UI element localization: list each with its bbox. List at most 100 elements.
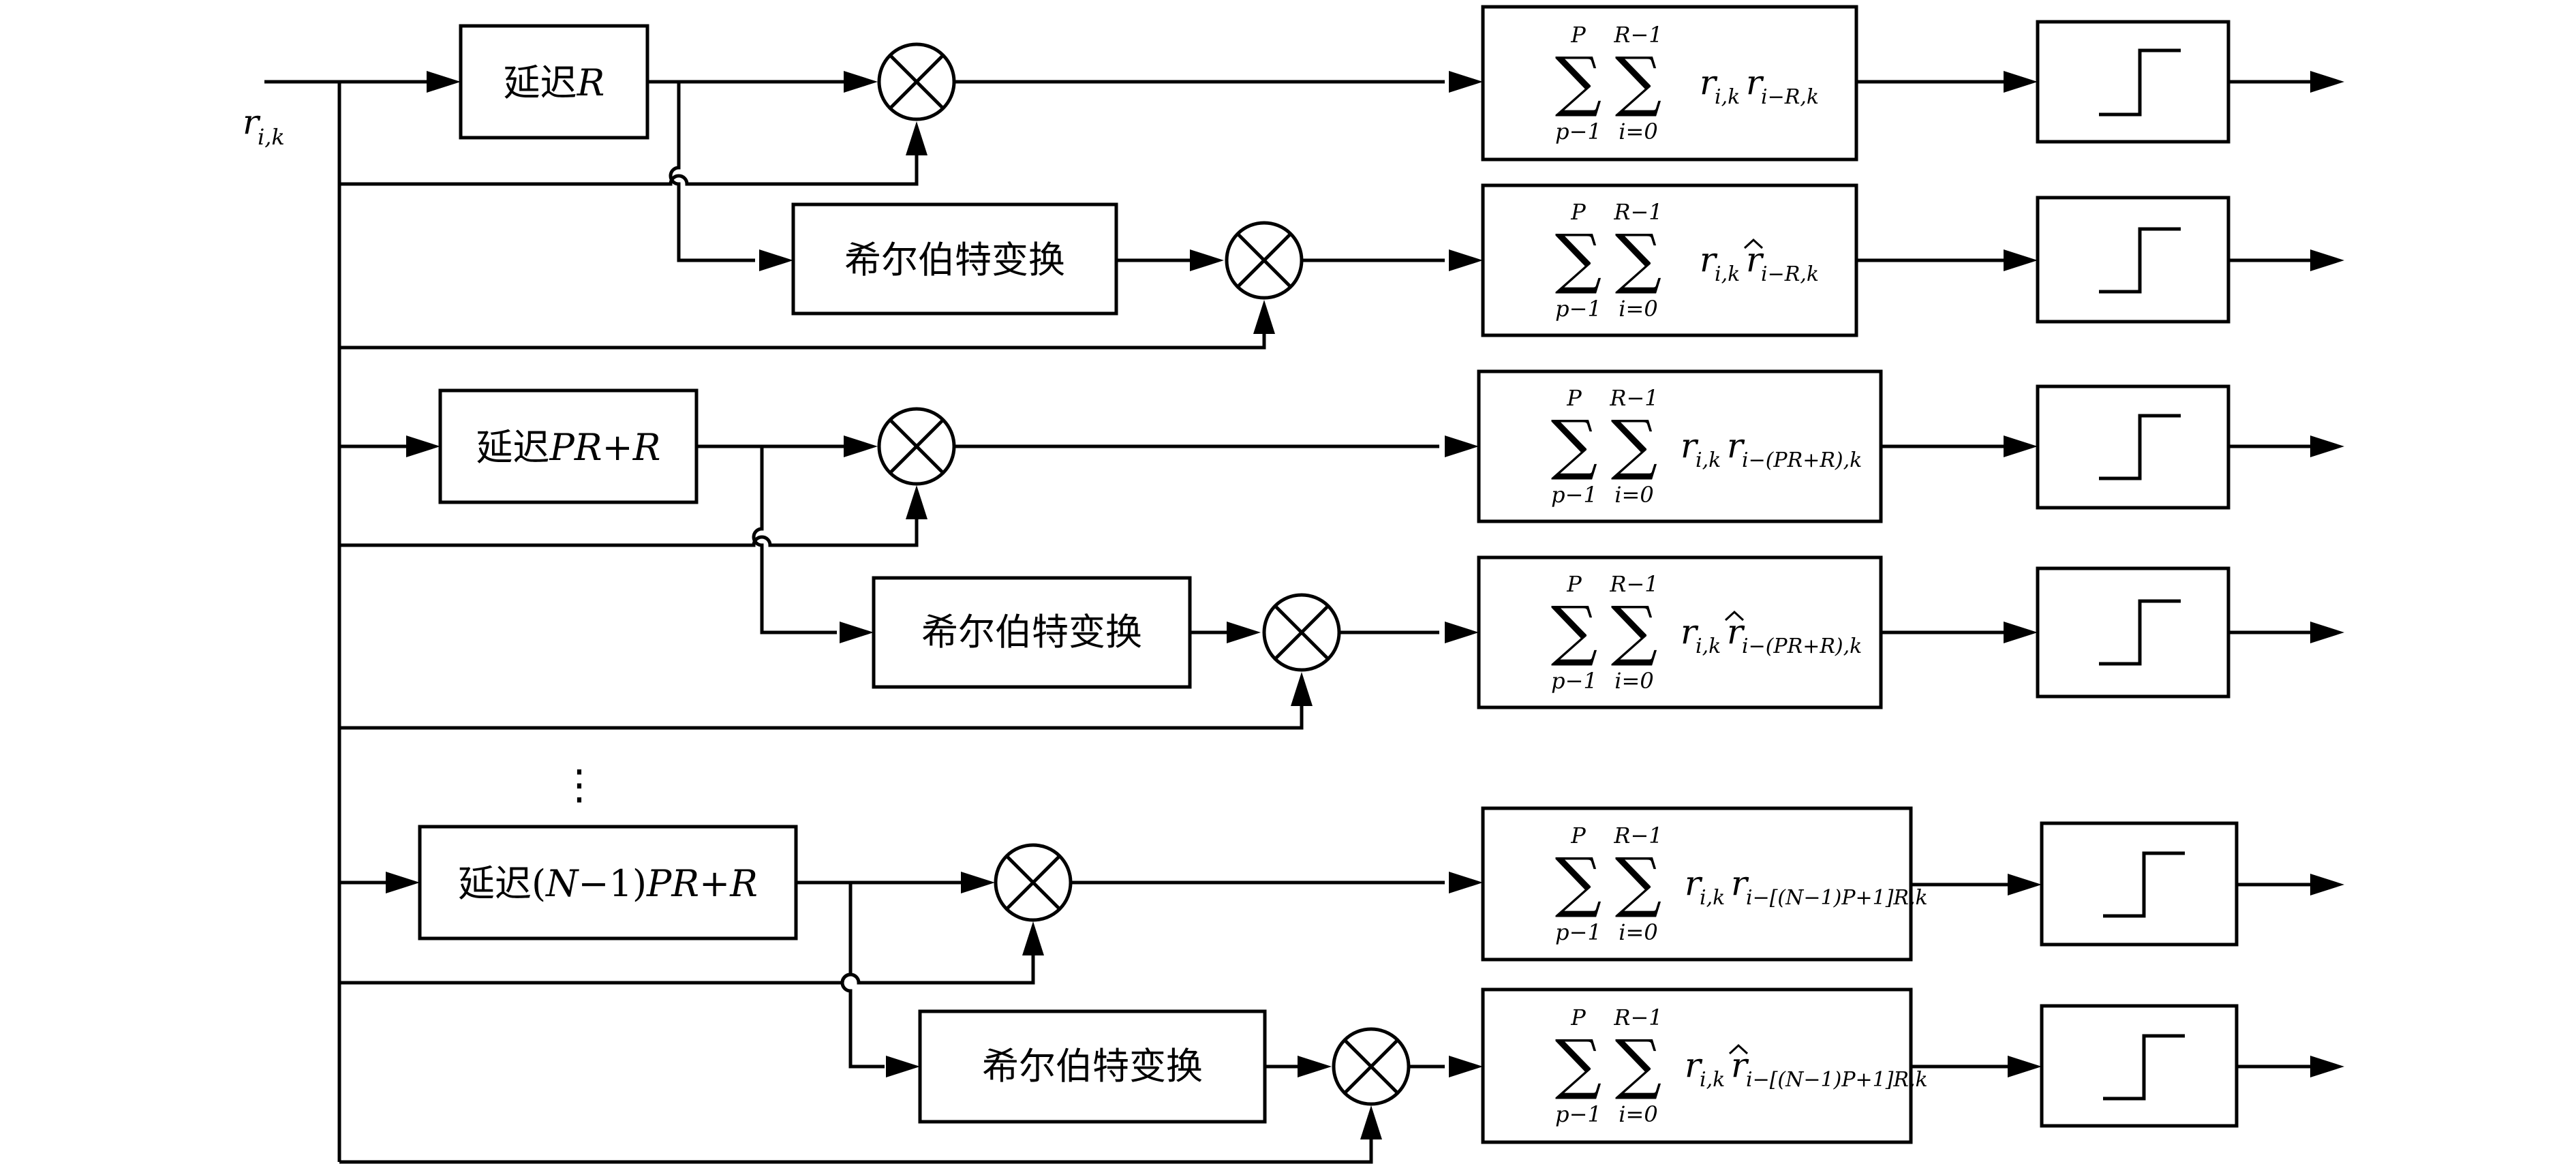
sum-lower-inner: i=0 (1619, 119, 1657, 144)
sigma-inner: ∑ (1611, 592, 1658, 669)
sum-upper-outer: P (1566, 571, 1582, 597)
sum-lower-inner: i=0 (1614, 482, 1653, 508)
svg-text:希尔伯特变换: 希尔伯特变换 (844, 239, 1065, 281)
term-r: r (1685, 863, 1703, 903)
hat-mark (1743, 238, 1764, 249)
sum-lower-outer: p−1 (1555, 919, 1601, 945)
term-r-sub: i,k (1700, 886, 1725, 910)
term-r-sub: i,k (1696, 634, 1721, 658)
hilbert-block-2: 希尔伯特变换 (872, 576, 1192, 689)
input-label: r i,k (243, 102, 285, 150)
sigma-inner: ∑ (1615, 844, 1662, 920)
hat-mark (1728, 1043, 1749, 1055)
delay-block-1: 延迟R (459, 24, 649, 140)
sum-upper-inner: R−1 (1613, 823, 1662, 848)
arrowheads (386, 71, 2344, 1139)
sum-lower-inner: i=0 (1619, 296, 1657, 322)
sigma-outer: ∑ (1555, 1026, 1602, 1102)
sum-lower-outer: p−1 (1551, 482, 1597, 508)
decision-block-1 (2036, 20, 2230, 144)
term-r: r (1681, 612, 1699, 652)
multiplier-4 (1262, 593, 1341, 672)
term-r: r (1681, 426, 1699, 465)
term-r: r (1700, 240, 1718, 279)
term-r2: r (1746, 63, 1764, 102)
sum-upper-outer: P (1570, 1005, 1586, 1030)
sum-lower-inner: i=0 (1619, 919, 1657, 945)
term-r: r (1685, 1045, 1703, 1085)
sigma-inner: ∑ (1615, 43, 1662, 119)
term-r-sub: i,k (1715, 85, 1740, 109)
sum-upper-outer: P (1570, 823, 1586, 848)
term-r2: r (1727, 426, 1745, 465)
sigma-inner: ∑ (1615, 220, 1662, 296)
ellipsis: ⋮ (559, 761, 600, 809)
sum-lower-outer: p−1 (1551, 668, 1597, 694)
term-r2-sub: i−[(N−1)P+1]R,k (1746, 1068, 1928, 1092)
sum-lower-outer: p−1 (1555, 1101, 1601, 1127)
sum-lower-outer: p−1 (1555, 296, 1601, 322)
multiplier-1 (877, 42, 956, 121)
decision-block-5 (2040, 821, 2239, 947)
term-r-sub: i,k (1715, 262, 1740, 286)
decision-block-3 (2036, 384, 2230, 510)
delay-block-3: 延迟(N−1)PR+R (418, 825, 798, 940)
sigma-inner: ∑ (1611, 406, 1658, 483)
multiplier-6 (1332, 1027, 1411, 1106)
svg-text:希尔伯特变换: 希尔伯特变换 (982, 1045, 1203, 1088)
sum-upper-outer: P (1570, 199, 1586, 225)
sum-upper-inner: R−1 (1613, 1005, 1662, 1030)
decision-blocks (2036, 20, 2239, 1128)
wiring (264, 80, 2313, 1164)
decision-block-2 (2036, 196, 2230, 324)
sum-upper-inner: R−1 (1609, 571, 1658, 597)
sigma-outer: ∑ (1555, 43, 1602, 119)
term-r: r (1700, 63, 1718, 102)
sum-lower-inner: i=0 (1619, 1101, 1657, 1127)
sum-lower-outer: p−1 (1555, 119, 1601, 144)
sum-upper-inner: R−1 (1613, 22, 1662, 48)
svg-text:r: r (243, 102, 261, 142)
delay-block-2: 延迟PR+R (438, 388, 699, 504)
term-r2-sub: i−R,k (1761, 85, 1819, 109)
svg-text:延迟(N−1)PR+R: 延迟(N−1)PR+R (458, 862, 758, 905)
sum-upper-inner: R−1 (1609, 385, 1658, 411)
term-r-sub: i,k (1700, 1068, 1725, 1092)
term-r2-sub: i−(PR+R),k (1742, 634, 1862, 658)
sum-upper-outer: P (1566, 385, 1582, 411)
term-r2-sub: i−[(N−1)P+1]R,k (1746, 886, 1928, 910)
sum-upper-inner: R−1 (1613, 199, 1662, 225)
hilbert-block-3: 希尔伯特变换 (918, 1009, 1267, 1124)
hilbert-block-1: 希尔伯特变换 (791, 202, 1118, 316)
sigma-outer: ∑ (1555, 844, 1602, 920)
term-r2-sub: i−(PR+R),k (1742, 448, 1862, 472)
svg-text:i,k: i,k (258, 124, 285, 150)
term-r2: r (1731, 863, 1749, 903)
decision-block-6 (2040, 1004, 2239, 1128)
term-r2-sub: i−R,k (1761, 262, 1819, 286)
sigma-outer: ∑ (1555, 220, 1602, 296)
summation-blocks (1477, 5, 1913, 1144)
svg-text:希尔伯特变换: 希尔伯特变换 (921, 611, 1142, 654)
sum-lower-inner: i=0 (1614, 668, 1653, 694)
svg-text:延迟PR+R: 延迟PR+R (476, 426, 661, 469)
multiplier-3 (877, 407, 956, 486)
multiplier-2 (1225, 221, 1304, 300)
sigma-inner: ∑ (1615, 1026, 1662, 1102)
multiplier-5 (994, 843, 1073, 922)
hat-mark (1724, 610, 1745, 622)
svg-text:延迟R: 延迟R (504, 61, 605, 104)
sigma-outer: ∑ (1551, 592, 1598, 669)
decision-block-4 (2036, 566, 2230, 699)
sum-upper-outer: P (1570, 22, 1586, 48)
sigma-outer: ∑ (1551, 406, 1598, 483)
term-r-sub: i,k (1696, 448, 1721, 472)
